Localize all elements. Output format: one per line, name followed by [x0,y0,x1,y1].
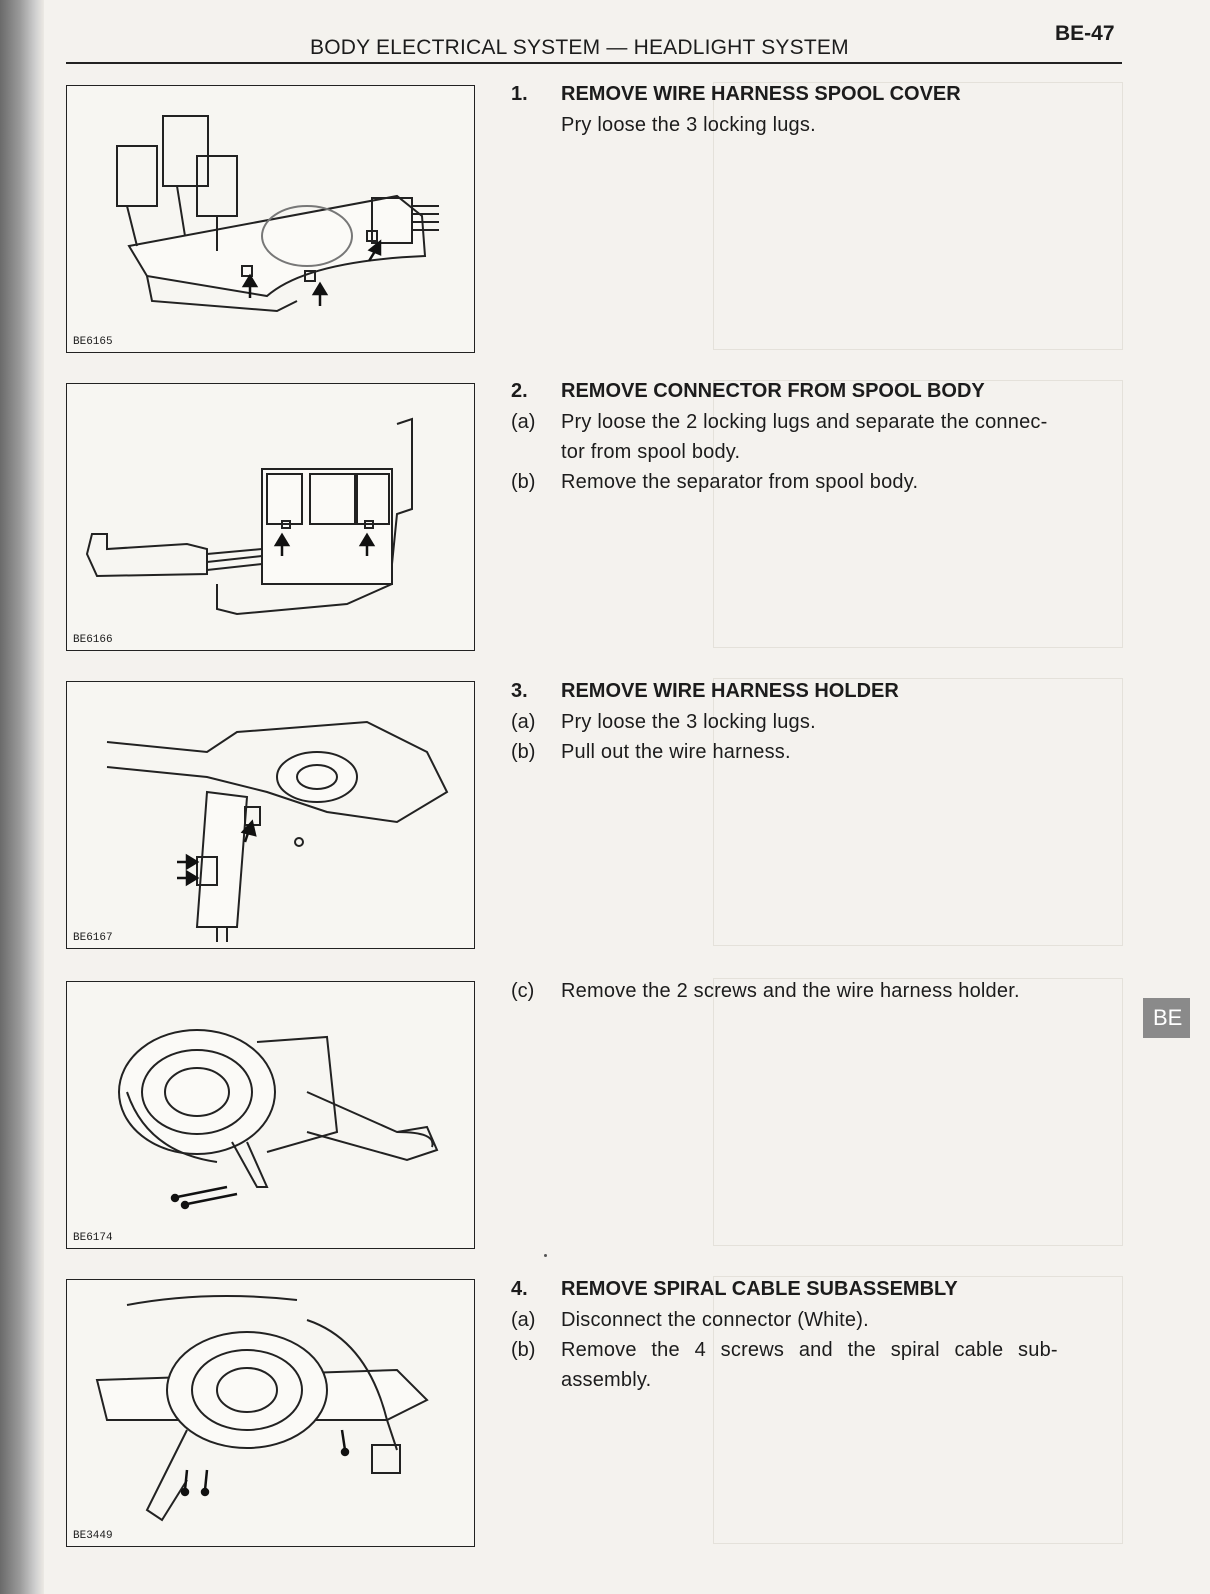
step-number: 1. [511,83,528,105]
section-title: BODY ELECTRICAL SYSTEM — HEADLIGHT SYSTE… [310,36,849,59]
speck [544,1254,547,1257]
step-number: 2. [511,380,528,402]
step-title: REMOVE WIRE HARNESS HOLDER [561,680,899,702]
step-text: Remove the 4 screws and the spiral cable… [561,1339,1058,1361]
step-text: assembly. [561,1369,652,1391]
substep-label: (a) [511,411,536,433]
step-text: Disconnect the connector (White). [561,1309,869,1331]
figure-code: BE6166 [73,634,113,646]
page-binding-shadow [0,0,44,1594]
bleed-through-panel [713,380,1123,648]
figure-code: BE3449 [73,1530,113,1542]
bleed-through-panel [713,82,1123,350]
spiral-cable-illustration [95,1295,429,1522]
substep-label: (a) [511,1309,536,1331]
substep-label: (b) [511,1339,536,1361]
step-title: REMOVE SPIRAL CABLE SUBASSEMBLY [561,1278,958,1300]
section-tab: BE [1143,998,1190,1038]
figure-connector-spool-body: BE6166 [66,383,475,651]
spool-cover-illustration [116,115,439,313]
step-text: Pry loose the 2 locking lugs and separat… [561,411,1048,433]
figure-code: BE6167 [73,932,113,944]
step-title: REMOVE WIRE HARNESS SPOOL COVER [561,83,961,105]
step-text: Remove the 2 screws and the wire harness… [561,980,1020,1002]
substep-label: (c) [511,980,535,1002]
figure-holder-screws: BE6174 [66,981,475,1249]
harness-holder-illustration [106,720,449,942]
step-title: REMOVE CONNECTOR FROM SPOOL BODY [561,380,985,402]
figure-spool-cover: BE6165 [66,85,475,353]
figure-spiral-cable: BE3449 [66,1279,475,1547]
bleed-through-panel [713,978,1123,1246]
substep-label: (b) [511,741,536,763]
step-text: Pull out the wire harness. [561,741,791,763]
connector-illustration [85,417,413,616]
step-number: 3. [511,680,528,702]
step-text: tor from spool body. [561,441,741,463]
step-number: 4. [511,1278,528,1300]
header-rule [66,62,1122,64]
holder-screws-illustration [118,1029,439,1210]
bleed-through-panel [713,1276,1123,1544]
figure-code: BE6174 [73,1232,113,1244]
step-text: Pry loose the 3 locking lugs. [561,711,816,733]
substep-label: (b) [511,471,536,493]
figure-wire-harness-holder: BE6167 [66,681,475,949]
step-text: Remove the separator from spool body. [561,471,919,493]
substep-label: (a) [511,711,536,733]
figure-code: BE6165 [73,336,113,348]
page-number: BE-47 [1055,22,1115,45]
bleed-through-panel [713,678,1123,946]
step-text: Pry loose the 3 locking lugs. [561,114,816,136]
